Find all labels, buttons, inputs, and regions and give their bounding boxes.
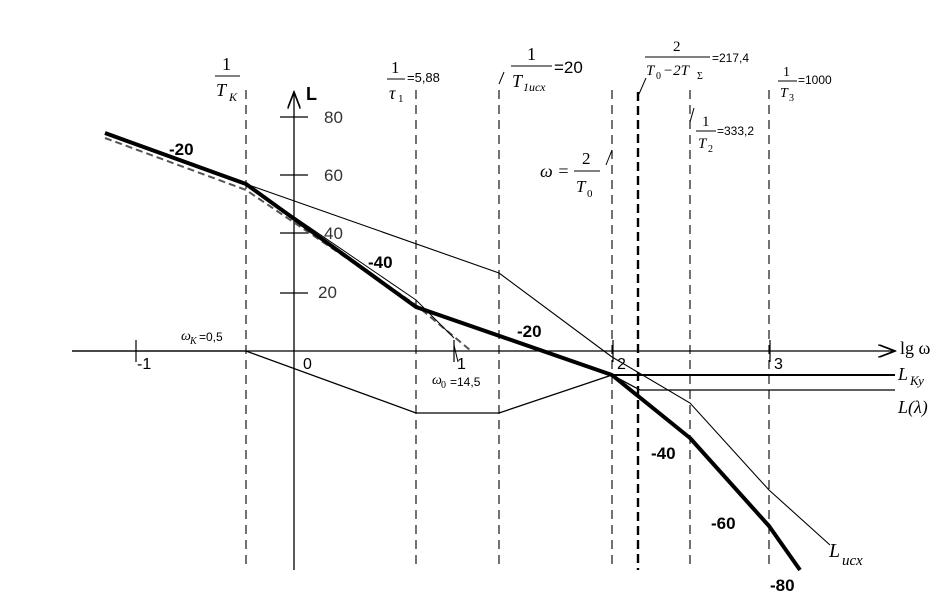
l-lambda-curve (72, 350, 895, 414)
svg-text:1: 1 (783, 65, 790, 80)
svg-text:=5,88: =5,88 (407, 70, 440, 85)
label-tau1: 1 τ 1 =5,88 (387, 58, 440, 105)
svg-text:T: T (216, 80, 228, 100)
y-tick-20: 20 (318, 283, 337, 302)
svg-text:2: 2 (708, 144, 713, 155)
label-omega-t0: ω = 2 T 0 (540, 149, 600, 200)
label-omega-0: ω 0 =14,5 (432, 373, 481, 391)
svg-text:T: T (646, 63, 656, 79)
svg-text:=1000: =1000 (798, 73, 832, 87)
svg-text:0: 0 (587, 188, 593, 200)
label-l-lambda: L(λ) (897, 397, 928, 418)
svg-text:ω =: ω = (540, 161, 569, 181)
svg-text:=14,5: =14,5 (450, 375, 481, 389)
svg-text:2: 2 (582, 149, 591, 168)
svg-text:=20: =20 (554, 58, 583, 77)
x-tick-3: 3 (774, 356, 783, 373)
svg-text:0: 0 (656, 71, 661, 82)
svg-text:1: 1 (702, 114, 710, 130)
svg-text:1: 1 (398, 93, 404, 105)
x-axis-label: lg ω (900, 338, 931, 358)
svg-text:K: K (228, 90, 238, 104)
x-tick-1: 1 (457, 356, 466, 373)
svg-text:Σ: Σ (697, 71, 703, 82)
slope-label-4: -40 (651, 444, 676, 463)
desired-lafc-curve (104, 131, 802, 572)
label-lisx: L исх (828, 540, 863, 569)
svg-text:=333,2: =333,2 (717, 124, 754, 138)
label-t1isx: 1 T 1исх =20 (511, 44, 583, 94)
svg-text:T: T (512, 71, 524, 91)
x-tick-0: 0 (303, 356, 312, 373)
svg-text:2: 2 (673, 39, 681, 55)
svg-text:1: 1 (527, 44, 536, 64)
x-tick-2: 2 (617, 356, 626, 373)
svg-text:0: 0 (441, 380, 446, 391)
asymptote-lines (245, 90, 770, 570)
slope-label-5: -60 (711, 514, 736, 533)
svg-text:τ: τ (389, 83, 396, 103)
x-tick-minus1: -1 (137, 356, 151, 373)
label-t2: 1 T 2 =333,2 (696, 114, 754, 155)
y-tick-60: 60 (324, 166, 343, 185)
svg-text:ω: ω (181, 329, 191, 344)
label-leaders (453, 71, 695, 363)
svg-text:исх: исх (842, 553, 863, 569)
svg-text:T: T (576, 177, 587, 196)
svg-text:=217,4: =217,4 (712, 51, 749, 65)
svg-text:3: 3 (789, 93, 794, 104)
y-tick-40: 40 (324, 224, 343, 243)
y-axis-label: L (306, 84, 317, 104)
svg-text:Ку: Ку (909, 373, 924, 388)
label-t0-tsigma: 2 T 0 −2T Σ =217,4 (645, 39, 749, 82)
svg-text:=0,5: =0,5 (199, 330, 223, 344)
svg-text:L: L (828, 540, 840, 562)
slope-label-6: -80 (770, 576, 795, 595)
svg-text:T: T (780, 86, 789, 101)
label-t3: 1 T 3 =1000 (778, 65, 832, 104)
svg-text:1: 1 (391, 58, 400, 77)
y-tick-80: 80 (324, 108, 343, 127)
svg-text:−2T: −2T (663, 63, 691, 79)
svg-text:L: L (897, 364, 908, 384)
svg-text:K: K (189, 336, 198, 347)
label-omega-k: ω K =0,5 (181, 329, 223, 347)
svg-text:1: 1 (222, 54, 231, 74)
slope-label-1: -20 (169, 140, 194, 159)
slope-label-2: -40 (368, 253, 393, 272)
y-ticks (280, 116, 308, 294)
svg-text:1исх: 1исх (523, 80, 546, 94)
label-lky: L Ку (897, 364, 924, 388)
label-tk: 1 T K (215, 54, 240, 104)
slope-label-3: -20 (517, 322, 542, 341)
svg-text:T: T (698, 136, 708, 152)
svg-text:ω: ω (432, 373, 442, 388)
